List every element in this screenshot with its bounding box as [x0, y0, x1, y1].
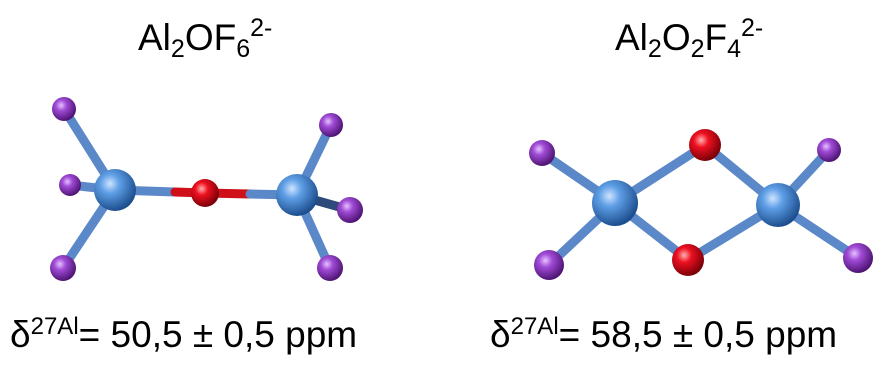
oxygen-atom: [191, 179, 219, 207]
formula-subscript: 2: [647, 34, 662, 63]
fluorine-atom: [59, 174, 81, 196]
formula-part: F: [704, 16, 728, 58]
formula-part: OF: [184, 16, 237, 58]
oxygen-atom: [689, 129, 721, 161]
chemical-shift-right: δ27Al= 58,5 ± 0,5 ppm: [490, 313, 837, 356]
oxygen-atom: [672, 244, 704, 276]
formula-al2of6: Al2OF62-: [138, 14, 272, 64]
formula-subscript: 6: [236, 34, 251, 63]
fluorine-atom: [817, 138, 841, 162]
aluminium-atom: [756, 183, 800, 227]
formula-subscript: 2: [690, 34, 705, 63]
shift-value: = 58,5 ± 0,5 ppm: [558, 314, 838, 356]
formula-al2o2f4: Al2O2F42-: [615, 14, 763, 64]
molecule-al2of6: [50, 97, 363, 281]
fluorine-atom: [529, 140, 555, 166]
aluminium-atom: [592, 180, 638, 226]
delta-symbol: δ: [490, 314, 511, 356]
formula-part: Al: [138, 16, 171, 58]
formula-charge: 2-: [250, 14, 273, 42]
fluorine-atom: [50, 255, 76, 281]
shift-value: = 50,5 ± 0,5 ppm: [78, 314, 358, 356]
molecule-al2o2f4: [529, 129, 873, 280]
fluorine-atom: [317, 255, 343, 281]
chemical-shift-left: δ27Al= 50,5 ± 0,5 ppm: [10, 313, 357, 356]
fluorine-atom: [534, 250, 564, 280]
fluorine-atom: [319, 113, 343, 137]
delta-symbol: δ: [10, 314, 31, 356]
formula-subscript: 2: [170, 34, 185, 63]
fluorine-atom: [337, 197, 363, 223]
fluorine-atom: [52, 97, 76, 121]
formula-subscript: 4: [727, 34, 742, 63]
aluminium-atom: [94, 169, 136, 211]
formula-charge: 2-: [741, 14, 764, 42]
nucleus-label: 27Al: [510, 313, 559, 340]
aluminium-atom: [276, 174, 318, 216]
formula-part: O: [661, 16, 691, 58]
formula-part: Al: [615, 16, 648, 58]
fluorine-atom: [843, 243, 873, 273]
nucleus-label: 27Al: [30, 313, 79, 340]
